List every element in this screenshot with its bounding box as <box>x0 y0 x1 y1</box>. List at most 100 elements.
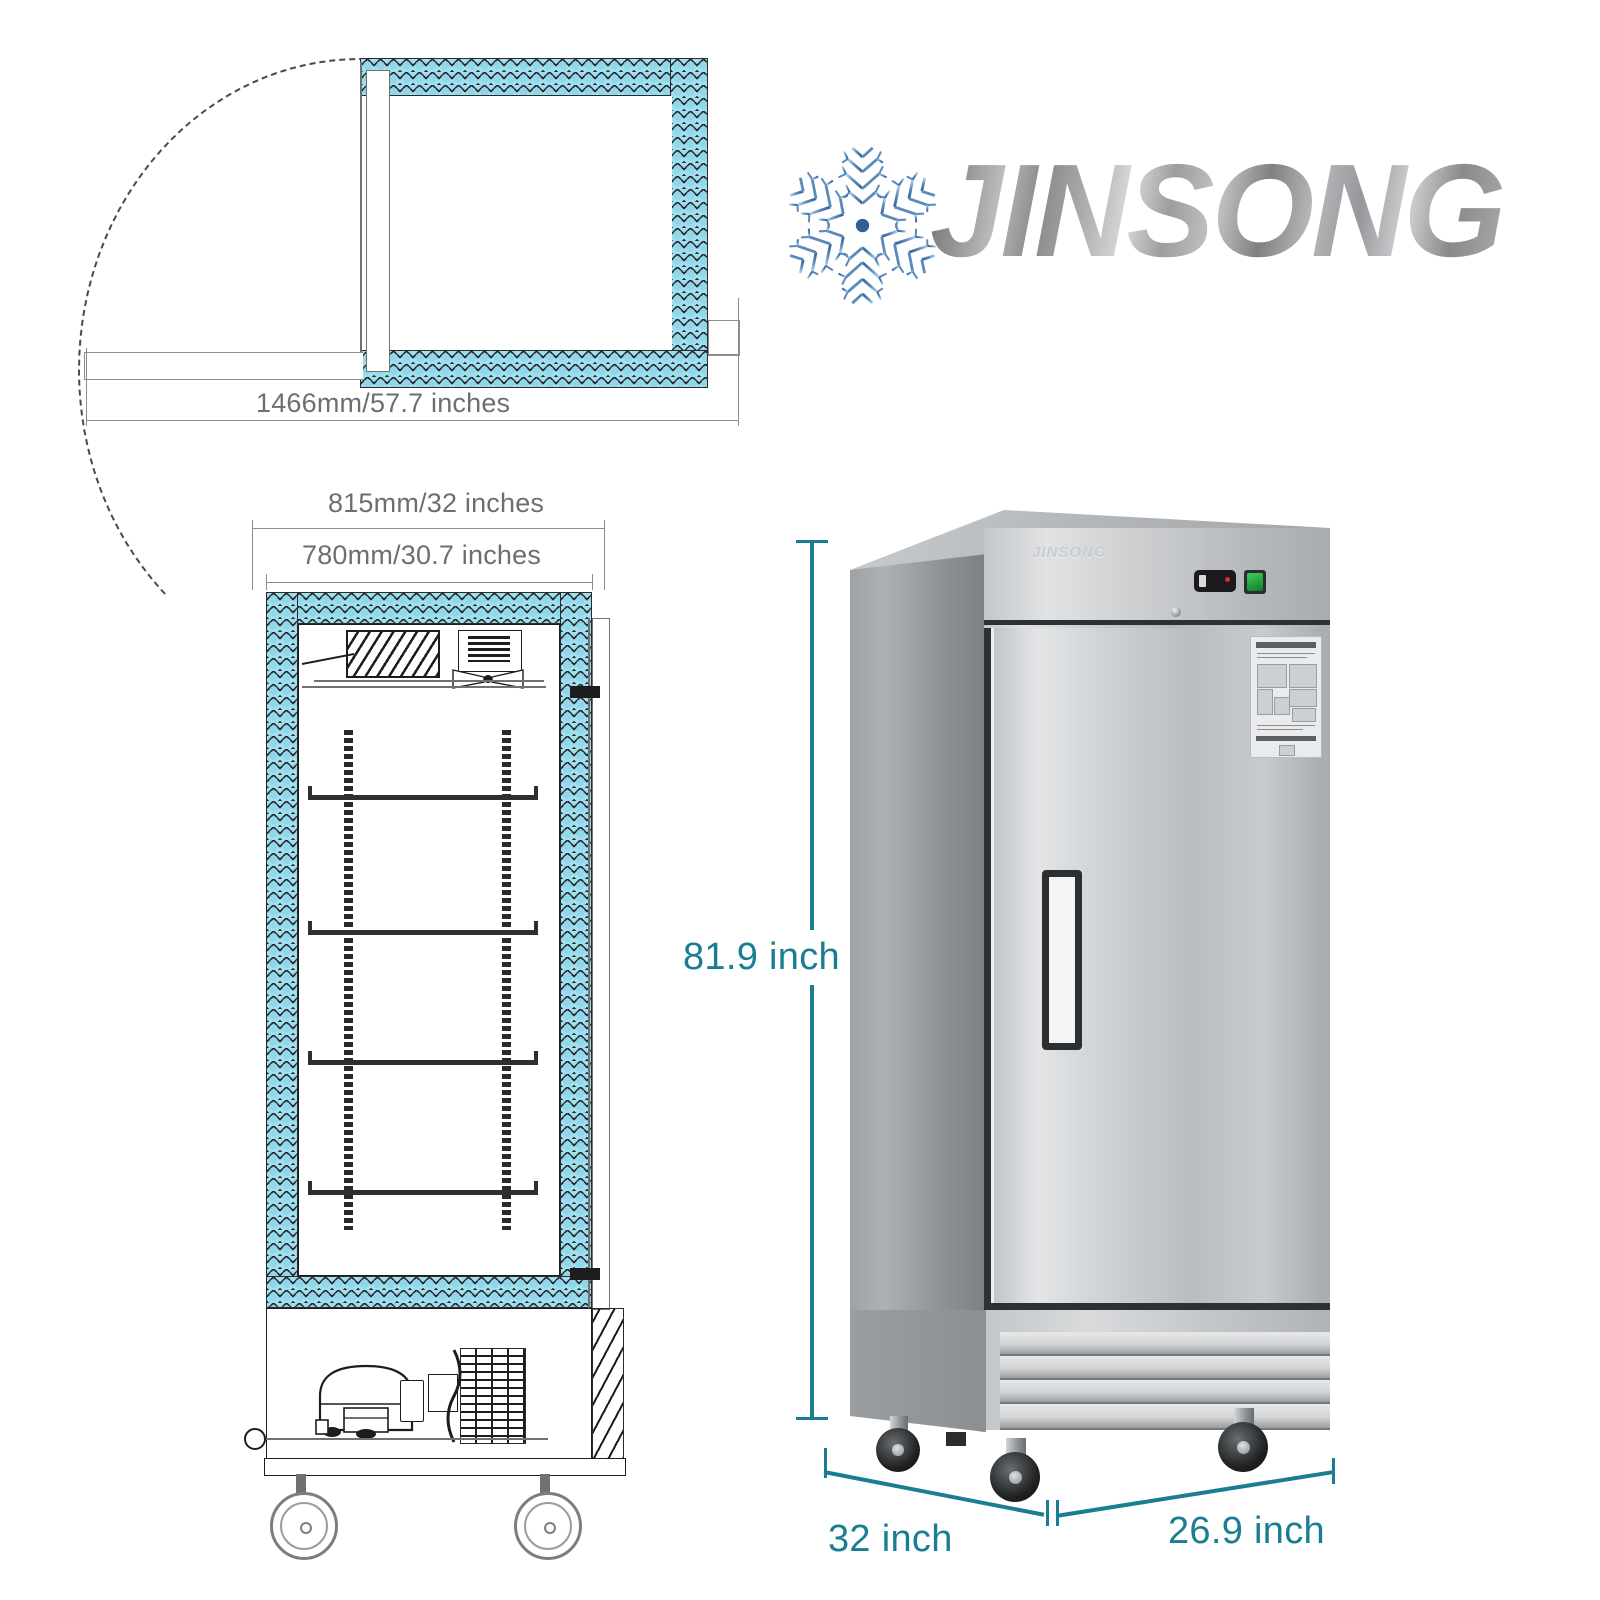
door-gasket <box>588 618 590 1308</box>
door-panel <box>592 618 610 1310</box>
door-hinge-bottom <box>570 1268 600 1280</box>
ext-line-left-outer <box>252 528 253 590</box>
caster-stem <box>296 1474 306 1500</box>
grille-slat <box>1000 1356 1330 1380</box>
door-leaf <box>366 70 390 372</box>
sticker-diagram-box <box>1257 664 1287 688</box>
evaporator-coil <box>346 630 440 678</box>
sticker-diagram-box <box>1257 689 1273 715</box>
door-lock[interactable] <box>1171 607 1181 617</box>
caster-wheel <box>1218 1422 1268 1472</box>
sticker-diagram-box <box>1292 708 1316 722</box>
cabinet-right-insulation <box>560 592 592 1308</box>
cabinet-left-insulation <box>266 592 298 1308</box>
sticker-title-bar <box>1256 642 1316 648</box>
air-baffle <box>302 686 546 688</box>
dimension-line-depth <box>86 420 738 421</box>
shelf <box>308 795 538 800</box>
rear-extension-line <box>708 354 738 355</box>
shelf <box>308 1060 538 1065</box>
snowflake-icon <box>778 142 947 309</box>
rear-projection <box>708 320 740 356</box>
dimension-line-overall-width <box>252 528 604 529</box>
shelf-clip <box>534 1051 538 1065</box>
drain-plug <box>244 1428 266 1450</box>
header-seam <box>984 620 1330 625</box>
fan-motor <box>468 636 510 662</box>
cabinet-bottom-insulation <box>266 1276 592 1308</box>
specification-sticker <box>1250 636 1322 758</box>
caster-wheel <box>270 1492 338 1560</box>
shelf-clip <box>534 921 538 935</box>
front-cross-section-diagram: 815mm/32 inches 780mm/30.7 inches <box>240 488 640 1580</box>
evaporator-drain-pan <box>314 680 544 682</box>
door-hinge-top <box>570 686 600 698</box>
dim-tick-iw-l <box>266 574 267 590</box>
louvered-ventilation-grille <box>1000 1332 1330 1430</box>
shelf-clip <box>308 1181 312 1195</box>
dimension-cap-width-end <box>1332 1458 1335 1484</box>
top-view-diagram: 1466mm/57.7 inches <box>78 48 740 682</box>
brand-name: JINSONG <box>930 137 1506 284</box>
fan-blades-icon <box>452 669 524 689</box>
shelf-pilaster-left <box>344 730 353 1230</box>
dimension-cap-height-bottom <box>796 1417 828 1420</box>
shelf-clip <box>308 786 312 800</box>
sticker-cert-mark <box>1279 745 1295 756</box>
leveling-foot <box>946 1432 966 1446</box>
base-side-face <box>850 1310 986 1432</box>
swing-reference-band <box>84 352 363 380</box>
dimension-cap-height-top <box>796 540 828 543</box>
base-rail <box>264 1458 626 1476</box>
grille-slat <box>1000 1332 1330 1356</box>
cabinet-right-wall-insulation <box>670 58 708 388</box>
cabinet-bottom-wall-insulation <box>360 350 708 388</box>
shelf-pilaster-right <box>502 730 511 1230</box>
digital-thermostat-display[interactable] <box>1194 570 1236 592</box>
sticker-diagram-box <box>1274 697 1290 715</box>
interior-width-label: 780mm/30.7 inches <box>302 540 542 570</box>
grille-slat <box>1000 1404 1330 1430</box>
rear-vent-louvre <box>592 1308 624 1462</box>
sticker-text-line <box>1257 729 1303 730</box>
dimension-line-interior-width <box>266 582 592 583</box>
height-label: 81.9 inch <box>675 930 848 985</box>
caster-wheel <box>514 1492 582 1560</box>
caster-stem <box>540 1474 550 1500</box>
door-handle[interactable] <box>1042 870 1082 1050</box>
cabinet-top-insulation <box>266 592 592 624</box>
dimension-cap-depth-start <box>824 1448 827 1478</box>
width-label: 26.9 inch <box>1162 1508 1331 1555</box>
shelf-clip <box>308 1051 312 1065</box>
caster-wheel <box>876 1428 920 1472</box>
shelf-clip <box>308 921 312 935</box>
cabinet-interior-outline <box>360 96 672 350</box>
brand-logo: JINSONG <box>770 125 1506 310</box>
dim-tick-iw-r <box>592 574 593 590</box>
sticker-footer-bar <box>1256 736 1316 741</box>
cabinet-top-wall-insulation <box>360 58 708 96</box>
ext-line-right-outer <box>604 528 605 590</box>
top-view-dimension-label: 1466mm/57.7 inches <box>248 388 519 419</box>
door-left-gap <box>984 628 991 1306</box>
power-rocker-switch[interactable] <box>1244 570 1266 594</box>
overall-width-label: 815mm/32 inches <box>328 488 545 518</box>
control-panel-header <box>984 528 1330 624</box>
filter-drier <box>400 1380 424 1422</box>
sticker-text-line <box>1257 657 1307 658</box>
condenser-coil <box>460 1348 526 1444</box>
embossed-brand-logo: JINSONG <box>1032 544 1107 561</box>
caster-wheel <box>990 1452 1040 1502</box>
door-hinge-edge <box>360 62 362 380</box>
shelf-clip <box>534 786 538 800</box>
condenser-fan <box>428 1374 458 1412</box>
product-photo: JINSONG <box>675 470 1350 1563</box>
sticker-diagram-box <box>1289 689 1317 707</box>
dimension-cap-depth-end <box>1046 1500 1049 1526</box>
shelf <box>308 1190 538 1195</box>
dimension-tick-right <box>738 298 739 426</box>
cabinet-interior <box>298 624 560 1276</box>
dimension-tick-left <box>86 348 87 426</box>
depth-label: 32 inch <box>822 1516 959 1563</box>
grille-slat <box>1000 1380 1330 1404</box>
